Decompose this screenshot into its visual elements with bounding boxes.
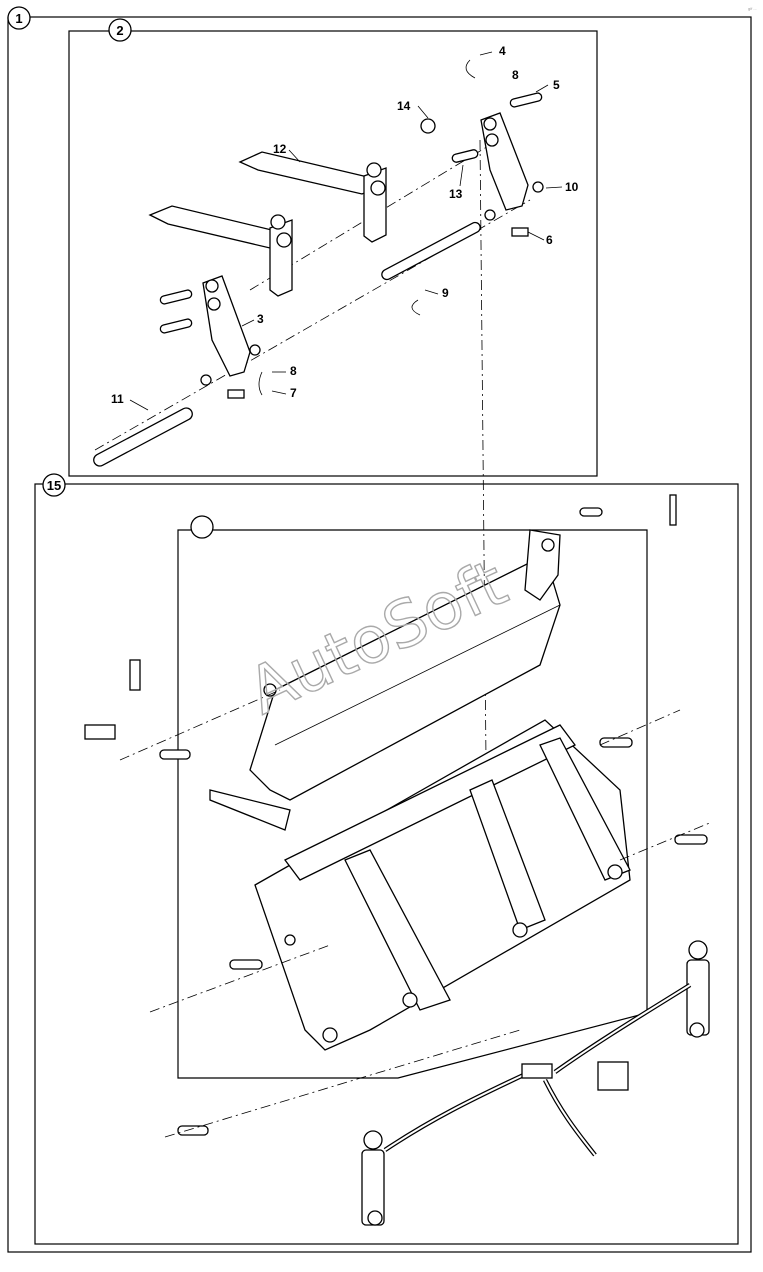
frame-15-badge (42, 473, 66, 497)
part-label-13: 13 (449, 187, 463, 201)
frame-bucket-border (177, 529, 648, 1079)
part-label-7: 7 (290, 386, 297, 400)
bucket-center-lines (119, 689, 713, 1138)
part-label-5: 5 (553, 78, 560, 92)
part-label-3: 3 (257, 312, 264, 326)
part-label-10: 10 (565, 180, 579, 194)
frame-1-label: 1 (15, 11, 22, 26)
leader-lines (129, 51, 563, 411)
part-label-12: 12 (273, 142, 287, 156)
part-label-11: 11 (111, 392, 124, 406)
pin-center-line (94, 199, 531, 451)
frame-2-label: 2 (116, 23, 123, 38)
corner-mark: gif ... (748, 6, 757, 11)
upper-bucket (209, 529, 561, 831)
part-label-4: 4 (499, 44, 506, 58)
part-label-9: 9 (442, 286, 449, 300)
lower-bucket (254, 719, 631, 1051)
left-hook-bracket (159, 275, 261, 399)
center-line-vertical (479, 139, 487, 761)
frame-2-border (68, 30, 598, 477)
frame-1-border (7, 16, 752, 1253)
frame-bucket-badge (190, 515, 214, 539)
part-label-14: 14 (397, 99, 411, 113)
frame-15-label: 15 (47, 478, 61, 493)
frame-2-badge (108, 18, 132, 42)
frame-15-border (34, 483, 739, 1245)
hydraulic-hoses (383, 983, 692, 1157)
part-label-6: 6 (546, 233, 553, 247)
bucket-pins (84, 494, 708, 1136)
pallet-forks (148, 151, 387, 297)
pin-11 (93, 407, 193, 467)
part-label-8-upper: 8 (512, 68, 519, 82)
right-hook-bracket (420, 92, 544, 237)
frame-1-badge (7, 6, 31, 30)
part-label-8-lower: 8 (290, 364, 297, 378)
hydraulic-cylinders (361, 940, 710, 1226)
part-labels: 4 8 5 14 12 13 10 6 9 3 8 7 11 (111, 44, 579, 406)
pin-9-shaft (381, 221, 481, 281)
